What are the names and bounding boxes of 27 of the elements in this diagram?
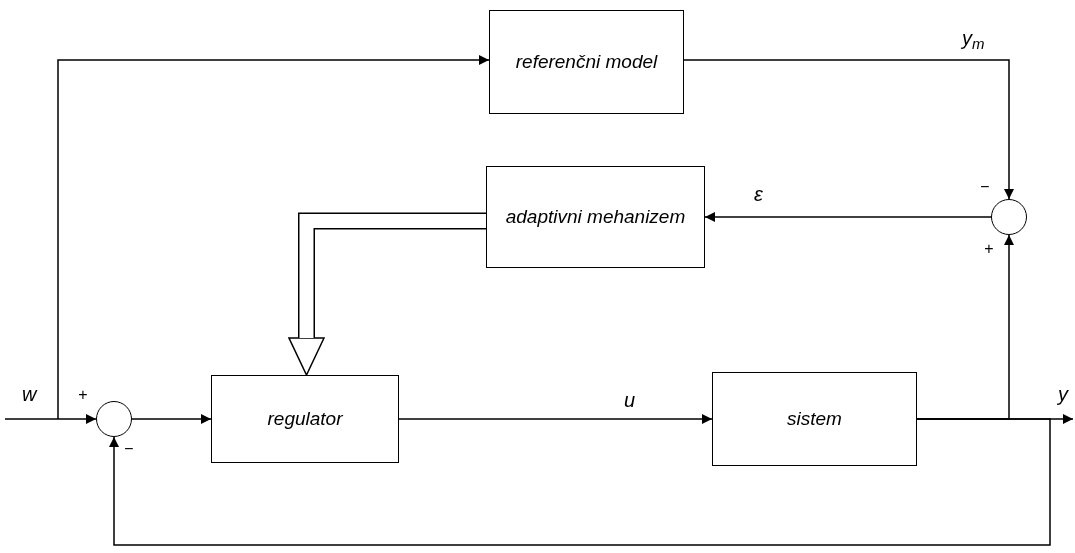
sign-label: +: [984, 240, 994, 258]
block-label: regulator: [266, 407, 344, 431]
signal-label: y: [1058, 382, 1068, 406]
summing-junction: [96, 401, 132, 437]
sign-label: +: [78, 386, 88, 404]
arrow: [398, 414, 713, 424]
signal-label: w: [22, 382, 37, 406]
sign-label: −: [980, 178, 990, 196]
block-label: sistem: [786, 407, 843, 431]
signal-label: u: [624, 388, 636, 412]
block-box: [211, 375, 399, 463]
block-box: [712, 372, 917, 466]
arrow: [57, 55, 490, 420]
sign-label: −: [124, 440, 134, 458]
arrow: [704, 212, 992, 222]
summing-junction: [991, 199, 1027, 235]
block-box: [489, 10, 684, 114]
signal-label: y$_{m}$: [962, 26, 985, 50]
arrow: [4, 414, 97, 424]
block-label: adaptivni mehanizem: [504, 205, 687, 229]
signal-label: ε: [754, 182, 763, 206]
arrow: [683, 59, 1014, 200]
block-box: [486, 166, 705, 268]
hollow-double-arrow: [288, 212, 486, 376]
arrow: [109, 418, 1051, 546]
arrow: [131, 414, 212, 424]
block-label: referenčni model: [514, 50, 659, 74]
